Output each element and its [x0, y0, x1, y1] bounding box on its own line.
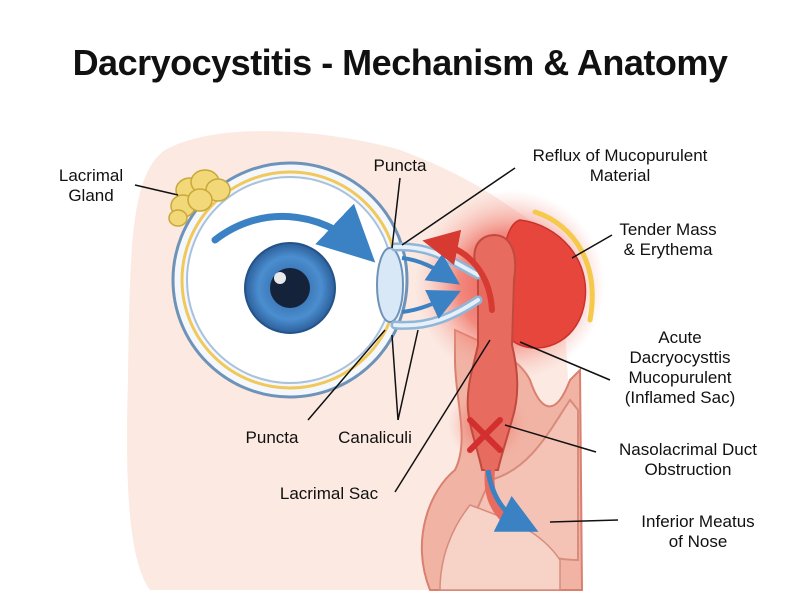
tear-flow-arrow — [211, 203, 376, 263]
pupil-highlight — [274, 272, 286, 284]
leader-canaliculi-2 — [397, 329, 419, 421]
label-tender-mass: Tender Mass & Erythema — [619, 220, 717, 259]
leader-tender-mass — [571, 234, 613, 259]
lower-canaliculus-inner — [393, 298, 480, 328]
leader-puncta-top — [391, 177, 401, 249]
medial-canthus — [376, 247, 404, 323]
erythema-rim — [532, 209, 595, 323]
leader-lacrimal-sac — [394, 339, 491, 493]
label-puncta-top: Puncta — [373, 156, 427, 175]
label-lacrimal-gland: Lacrimal Gland — [58, 166, 124, 205]
leader-puncta-bottom — [307, 329, 386, 421]
label-reflux: Reflux of Mucopurulent Material — [532, 146, 708, 185]
leader-acute — [519, 341, 611, 381]
drainage-arrow-lower — [401, 289, 461, 319]
label-inferior-meatus: Inferior Meatus of Nose — [641, 512, 755, 551]
outflow-arrow — [485, 469, 539, 532]
obstruction-x-icon — [467, 417, 503, 453]
lacrimal-sac — [466, 233, 519, 471]
leader-reflux — [401, 167, 516, 246]
leader-nld-obstruction — [504, 424, 597, 453]
reflux-arrow — [422, 229, 495, 313]
lacrimal-gland — [168, 169, 231, 227]
page-title: Dacryocystitis - Mechanism & Anatomy — [72, 42, 728, 83]
leader-inferior-meatus — [549, 519, 619, 523]
label-acute: Acute Dacryocysttis Mucopurulent (Inflam… — [624, 328, 736, 407]
label-puncta-bottom: Puncta — [245, 428, 299, 447]
leader-lacrimal-gland — [134, 184, 179, 196]
label-nld-obstruction: Nasolacrimal Duct Obstruction — [619, 440, 757, 479]
label-canaliculi: Canaliculi — [338, 428, 412, 447]
label-lacrimal-sac: Lacrimal Sac — [279, 484, 379, 503]
leader-canaliculi-1 — [391, 334, 399, 421]
